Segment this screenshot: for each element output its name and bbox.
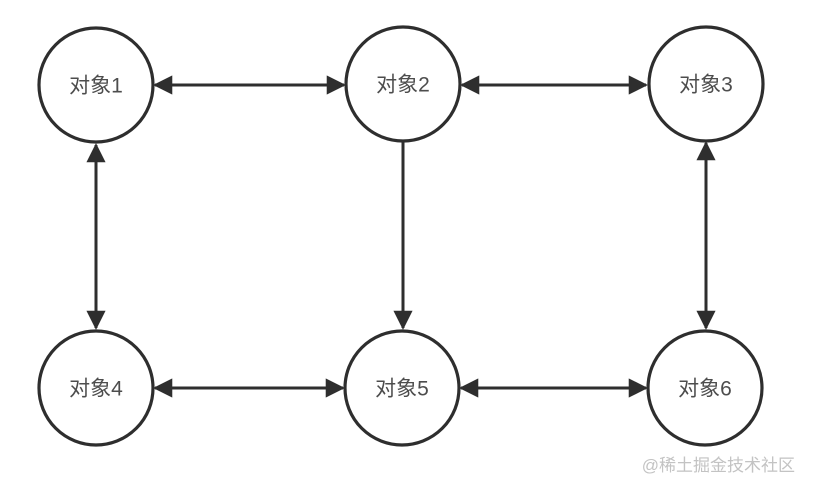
node-circle-obj4 [37, 329, 155, 447]
node-label-obj2: 对象2 [376, 74, 430, 97]
node-obj2: 对象2 [344, 25, 462, 143]
node-label-obj4: 对象4 [69, 378, 123, 401]
node-obj3: 对象3 [647, 25, 765, 143]
watermark-text: @稀土掘金技术社区 [642, 456, 795, 475]
node-label-obj6: 对象6 [678, 378, 732, 401]
node-circle-obj2 [344, 25, 462, 143]
node-circle-obj3 [647, 25, 765, 143]
node-obj4: 对象4 [37, 329, 155, 447]
node-obj1: 对象1 [37, 26, 155, 144]
node-circle-obj6 [646, 329, 764, 447]
node-obj6: 对象6 [646, 329, 764, 447]
node-label-obj3: 对象3 [679, 74, 733, 97]
node-circle-obj5 [343, 329, 461, 447]
node-circle-obj1 [37, 26, 155, 144]
node-label-obj1: 对象1 [69, 75, 123, 98]
node-obj5: 对象5 [343, 329, 461, 447]
node-label-obj5: 对象5 [375, 378, 429, 401]
